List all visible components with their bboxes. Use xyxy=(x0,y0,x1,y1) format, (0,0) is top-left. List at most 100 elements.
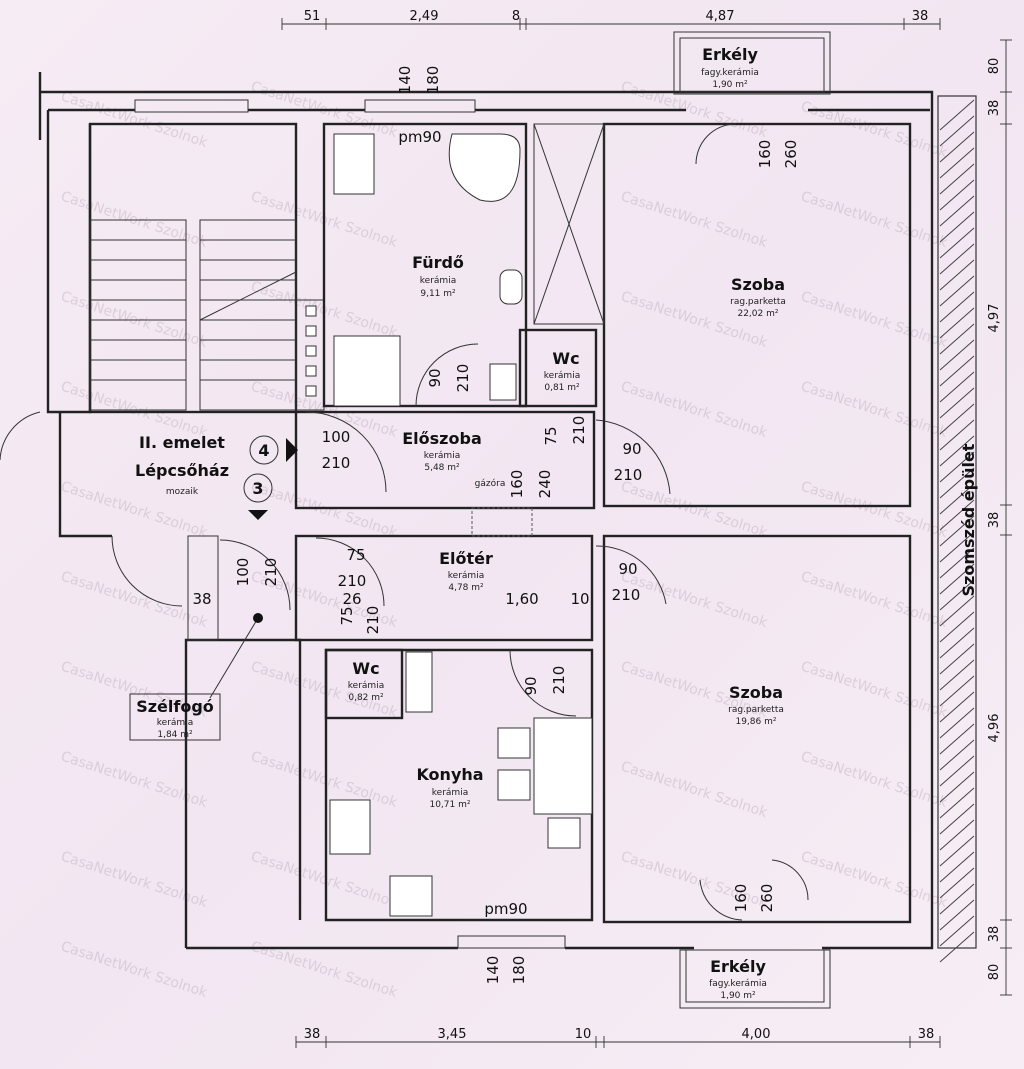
room-name: Wc xyxy=(552,349,579,368)
gazora-label: gázóra xyxy=(475,478,506,489)
watermark-text: CasaNetWork Szolnok xyxy=(249,849,400,912)
dim-bottom-4: 4,00 xyxy=(742,1027,771,1042)
entry-door-b: 210 xyxy=(322,454,351,472)
furdo-door-b: 210 xyxy=(454,364,472,393)
arrow-right-icon xyxy=(286,438,298,462)
win-bottom-b: 180 xyxy=(510,956,528,985)
room-area: 0,82 m² xyxy=(348,693,384,703)
watermark-text: CasaNetWork Szolnok xyxy=(249,479,400,542)
dim-top-4: 4,87 xyxy=(706,9,735,24)
room-floor: fagy.kerámia xyxy=(709,979,767,989)
outer-walls xyxy=(38,72,934,950)
balcony-top xyxy=(673,31,831,95)
room-name: Erkély xyxy=(710,957,766,976)
watermark-text: CasaNetWork Szolnok xyxy=(799,379,950,442)
level-3-marker xyxy=(243,473,273,503)
bottom-dimension-line: 38 3,45 10 4,00 38 xyxy=(295,1027,941,1048)
bal-top-a: 160 xyxy=(756,140,774,169)
room-name: Wc xyxy=(352,659,379,678)
dim-right-6: 38 xyxy=(987,926,1002,943)
room-walls xyxy=(187,122,912,924)
win-top-b: 180 xyxy=(424,66,442,95)
room-floor: kerámia xyxy=(420,276,456,286)
floor-level: II. emelet xyxy=(139,433,225,452)
room-floor: kerámia xyxy=(348,681,384,691)
room-name: Előszoba xyxy=(402,429,481,448)
arrow-down-icon xyxy=(248,510,268,520)
stairwell xyxy=(88,122,298,414)
watermark-text: CasaNetWork Szolnok xyxy=(619,189,770,252)
szoba2-door-a: 90 xyxy=(618,560,637,578)
level-4-marker xyxy=(249,435,279,465)
dim-bottom-5: 38 xyxy=(918,1027,935,1042)
dim-right-5: 4,96 xyxy=(987,714,1002,743)
pm-top: pm90 xyxy=(398,128,441,146)
level-3-number: 3 xyxy=(252,479,263,498)
bal-top-b: 260 xyxy=(782,140,800,169)
room-szelfogo: Szélfogó kerámia 1,84 m² xyxy=(129,613,263,741)
room-area: 9,11 m² xyxy=(420,289,456,299)
neighbor-building: Szomszéd épület xyxy=(937,95,978,963)
watermark-text: CasaNetWork Szolnok xyxy=(59,749,210,812)
wc-door-a: 75 xyxy=(542,426,560,445)
dim-top-2: 2,49 xyxy=(410,9,439,24)
szoba-door-a: 90 xyxy=(622,440,641,458)
dim-bottom-3: 10 xyxy=(575,1027,592,1042)
szelfogo-door-b: 210 xyxy=(262,558,280,587)
szoba-door-b: 210 xyxy=(614,466,643,484)
room-floor: rag.parketta xyxy=(728,705,784,715)
dim-right-1: 80 xyxy=(987,58,1002,75)
neighbor-label: Szomszéd épület xyxy=(959,443,978,596)
room-name: Fürdő xyxy=(412,253,464,272)
dim-inner-38: 38 xyxy=(192,590,211,608)
watermark-text: CasaNetWork Szolnok xyxy=(799,189,950,252)
watermark-text: CasaNetWork Szolnok xyxy=(59,569,210,632)
fixtures xyxy=(329,133,593,917)
konyha-door-b: 210 xyxy=(550,666,568,695)
room-name: Előtér xyxy=(439,549,493,568)
room-area: 1,84 m² xyxy=(157,730,193,740)
watermark-text: CasaNetWork Szolnok xyxy=(799,289,950,352)
furdo-door-a: 90 xyxy=(426,368,444,387)
dim-top-5: 38 xyxy=(912,9,929,24)
room-name: Szoba xyxy=(729,683,783,702)
room-erkely-bottom: Erkély fagy.kerámia 1,90 m² xyxy=(709,957,767,1001)
room-area: 19,86 m² xyxy=(735,717,776,727)
eloter-door-a: 75 xyxy=(346,546,365,564)
room-eloter: Előtér kerámia 4,78 m² xyxy=(439,549,493,593)
top-dimension-line: 51 2,49 8 4,87 38 xyxy=(281,9,941,30)
hall-a: 160 xyxy=(508,470,526,499)
room-area: 5,48 m² xyxy=(424,463,460,473)
dim-bottom-1: 38 xyxy=(304,1027,321,1042)
dim-right-4: 38 xyxy=(987,512,1002,529)
watermark-text: CasaNetWork Szolnok xyxy=(799,849,950,912)
door-swings xyxy=(0,123,809,921)
wc2-door-a: 75 xyxy=(338,606,356,625)
room-floor: kerámia xyxy=(432,788,468,798)
level-4-number: 4 xyxy=(258,441,269,460)
room-area: 10,71 m² xyxy=(429,800,470,810)
room-floor: kerámia xyxy=(424,451,460,461)
bal-bottom-b: 260 xyxy=(758,884,776,913)
wc2-door-b: 210 xyxy=(364,606,382,635)
room-name: Konyha xyxy=(416,765,483,784)
watermark-text: CasaNetWork Szolnok xyxy=(799,569,950,632)
room-name: Erkély xyxy=(702,45,758,64)
watermark-text: CasaNetWork Szolnok xyxy=(249,749,400,812)
room-furdo: Fürdő kerámia 9,11 m² xyxy=(412,253,464,299)
watermark-text: CasaNetWork Szolnok xyxy=(799,99,950,162)
room-szoba-bottom: Szoba rag.parketta 19,86 m² xyxy=(728,683,784,727)
right-dimension-line: 80 38 4,97 38 4,96 38 80 xyxy=(987,39,1012,996)
room-area: 4,78 m² xyxy=(448,583,484,593)
dim-right-7: 80 xyxy=(987,964,1002,981)
room-floor: rag.parketta xyxy=(730,297,786,307)
room-area: 22,02 m² xyxy=(737,309,778,319)
bal-bottom-a: 160 xyxy=(732,884,750,913)
room-name: Szoba xyxy=(731,275,785,294)
pm-bottom: pm90 xyxy=(484,900,527,918)
room-floor: kerámia xyxy=(157,718,193,728)
balcony-bottom xyxy=(679,949,831,1009)
konyha-door-a: 90 xyxy=(522,676,540,695)
room-name: Szélfogó xyxy=(136,697,214,716)
